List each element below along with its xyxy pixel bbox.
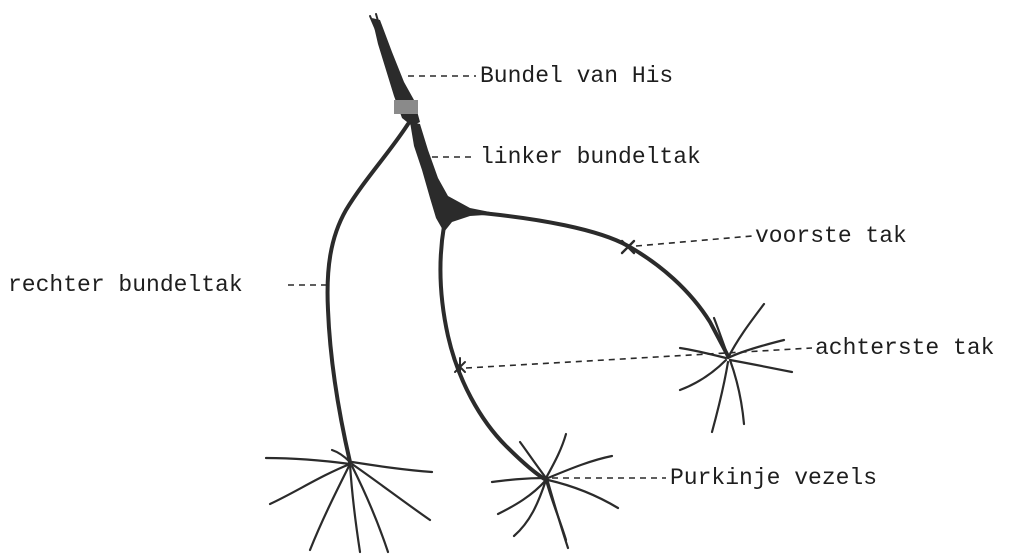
- posterior-fascicle: [441, 226, 546, 480]
- label-bundel-van-his: Bundel van His: [480, 63, 673, 89]
- purkinje-fibers-right-star: [680, 304, 792, 432]
- bundle-of-his-trunk: [370, 14, 420, 126]
- purkinje-fibers-left-star: [266, 450, 432, 552]
- anterior-fascicle: [470, 212, 728, 356]
- label-linker-bundeltak: linker bundeltak: [480, 144, 701, 170]
- label-rechter-bundeltak: rechter bundeltak: [8, 272, 243, 298]
- label-voorste-tak: voorste tak: [755, 223, 907, 249]
- right-bundle-branch: [328, 124, 408, 462]
- label-achterste-tak: achterste tak: [815, 335, 994, 361]
- leader-voorste-tak: [636, 236, 752, 246]
- label-purkinje-vezels: Purkinje vezels: [670, 465, 877, 491]
